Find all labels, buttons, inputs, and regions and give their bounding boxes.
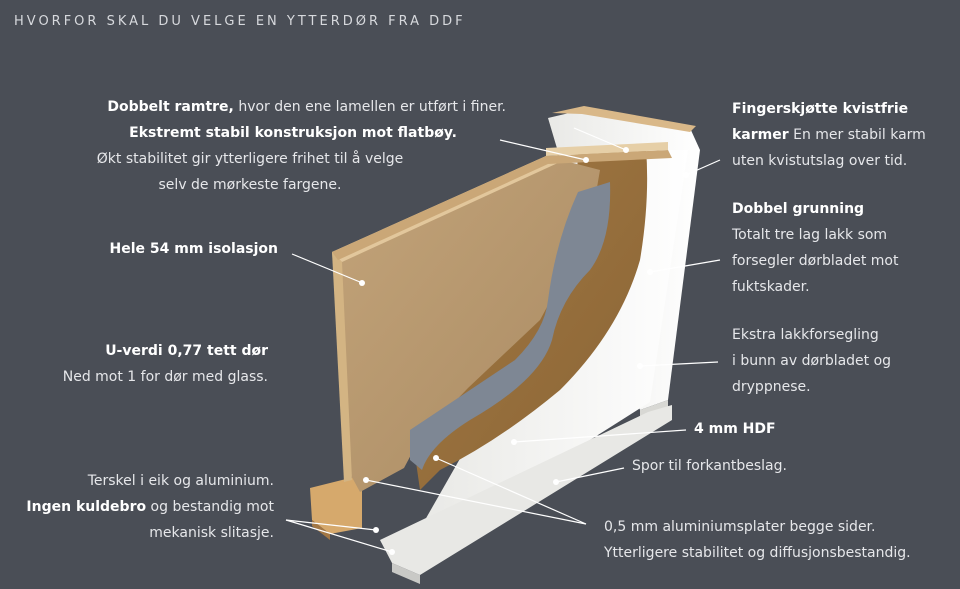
callout-grunning: Dobbel grunning Totalt tre lag lakk som … [732,196,898,300]
callout-lakk-text1: Ekstra lakkforsegling [732,327,879,343]
callout-hdf-bold: 4 mm HDF [694,421,776,437]
leader-aluminium-a [365,479,587,525]
callout-ramtre: Dobbelt ramtre, hvor den ene lamellen er… [60,94,506,146]
leader-dots [359,147,689,555]
callout-fingerskjotte: Fingerskjøtte kvistfrie karmer En mer st… [732,96,926,174]
callout-isolasjon-bold: Hele 54 mm isolasjon [109,241,279,257]
callout-ramtre-bold2: Ekstremt stabil konstruksjon mot flatbøy… [129,125,457,141]
callout-aluminium-text1: 0,5 mm aluminiumsplater begge sider. [604,519,876,535]
callout-fingerskjotte-text1: En mer stabil karm [788,127,926,143]
aluminium-plate [410,182,611,470]
leader-isolasjon [291,253,361,283]
callout-terskel: Terskel i eik og aluminium. Ingen kuldeb… [20,468,274,546]
callout-ramtre-bold1: Dobbelt ramtre, [107,99,234,115]
dot-ramtre-b [623,147,629,153]
leader-spor [555,467,625,483]
leader-lines [285,127,721,553]
dot-fingerskjotte [683,172,689,178]
dot-aluminium-b [433,455,439,461]
callout-fingerskjotte-text2: uten kvistutslag over tid. [732,153,908,169]
callout-lakk-text3: dryppnese. [732,379,811,395]
callout-uverdi-text: Ned mot 1 for dør med glass. [62,369,268,385]
callout-ramtre-line2: Ekstremt stabil konstruksjon mot flatbøy… [60,120,457,146]
callout-aluminium-text2: Ytterligere stabilitet og diffusjonsbest… [604,545,911,561]
leader-terskel-b [285,519,393,553]
leader-fingerskjotte [685,159,721,176]
leader-lakk [639,361,719,367]
top-rail [332,142,672,260]
leader-aluminium-b [435,457,587,525]
callout-ramtre-line1: Dobbelt ramtre, hvor den ene lamellen er… [60,94,506,120]
callout-spor-text: Spor til forkantbeslag. [632,458,787,474]
callout-terskel-text1: Terskel i eik og aluminium. [87,473,274,489]
callout-grunning-text2: forsegler dørbladet mot [732,253,899,269]
dot-ramtre-a [583,157,589,163]
callout-terskel-text2: og bestandig mot [146,499,274,515]
callout-lakk: Ekstra lakkforsegling i bunn av dørblade… [732,322,891,400]
dot-terskel-b [389,549,395,555]
dot-terskel-a [373,527,379,533]
callout-spor: Spor til forkantbeslag. [632,453,787,479]
callout-aluminium: 0,5 mm aluminiumsplater begge sider. Ytt… [604,514,911,566]
callout-ramtre-text1: hvor den ene lamellen er utført i finer. [233,99,506,115]
dot-hdf [511,439,517,445]
dot-grunning [647,269,653,275]
callout-fingerskjotte-bold2: karmer [732,127,789,143]
callout-grunning-bold: Dobbel grunning [732,201,865,217]
dot-spor [553,479,559,485]
callout-ramtre-text3: selv de mørkeste fargene. [158,177,342,193]
leader-hdf [513,429,687,443]
callout-lakk-text2: i bunn av dørbladet og [732,353,892,369]
callout-grunning-text1: Totalt tre lag lakk som [732,227,888,243]
callout-uverdi: U-verdi 0,77 tett dør Ned mot 1 for dør … [30,338,268,390]
callout-ramtre-text2: Økt stabilitet gir ytterligere frihet ti… [96,151,404,167]
callout-uverdi-bold: U-verdi 0,77 tett dør [105,343,268,359]
callout-terskel-bold: Ingen kuldebro [26,499,147,515]
dot-aluminium-a [363,477,369,483]
page-title: HVORFOR SKAL DU VELGE EN YTTERDØR FRA DD… [14,14,466,29]
dot-lakk [637,363,643,369]
leader-ramtre-b [573,127,627,151]
callout-ramtre-detail: Økt stabilitet gir ytterligere frihet ti… [70,146,430,198]
callout-fingerskjotte-bold1: Fingerskjøtte kvistfrie [732,101,909,117]
callout-terskel-text3: mekanisk slitasje. [149,525,274,541]
leader-terskel-a [285,519,377,531]
callout-hdf: 4 mm HDF [694,416,776,442]
callout-isolasjon: Hele 54 mm isolasjon [60,236,279,262]
leader-grunning [649,259,721,273]
leader-ramtre-a [499,139,587,161]
callout-grunning-text3: fuktskader. [732,279,810,295]
dot-isolasjon [359,280,365,286]
